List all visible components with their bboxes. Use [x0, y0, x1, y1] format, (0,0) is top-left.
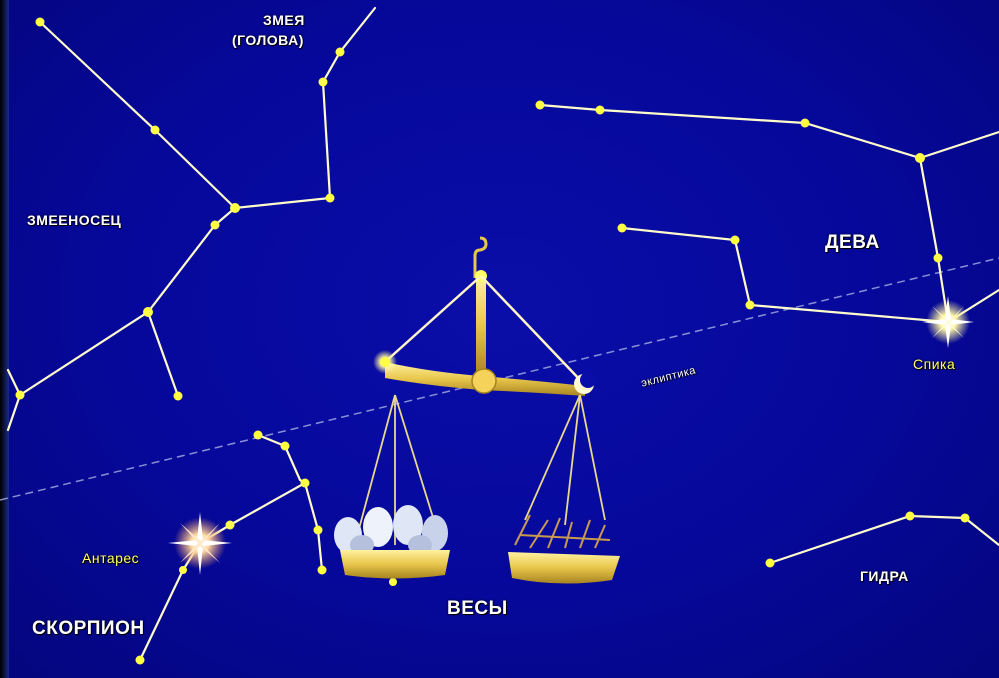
- star: [961, 514, 970, 523]
- star: [314, 526, 323, 535]
- libra-label: ВЕСЫ: [447, 598, 508, 620]
- ophiuchus-leg-lines: [148, 312, 178, 396]
- star: [136, 656, 145, 665]
- serpens-label-line1: ЗМЕЯ: [263, 12, 305, 28]
- star: [915, 153, 925, 163]
- ophiuchus-label: ЗМЕЕНОСЕЦ: [27, 212, 121, 228]
- star: [301, 479, 310, 488]
- star: [934, 254, 943, 263]
- virgo-top-lines: [540, 105, 999, 158]
- star: [536, 101, 545, 110]
- star: [281, 442, 290, 451]
- star: [179, 566, 187, 574]
- spica-star-icon: [922, 296, 974, 348]
- star: [151, 126, 160, 135]
- star: [143, 307, 153, 317]
- star: [746, 301, 755, 310]
- star: [618, 224, 627, 233]
- ophiuchus-edge-lines: [8, 370, 20, 430]
- twigs-pile-icon: [515, 515, 610, 548]
- star: [254, 431, 263, 440]
- antares-star-icon: [168, 512, 232, 575]
- star: [731, 236, 740, 245]
- star: [801, 119, 810, 128]
- hydra-lines: [770, 516, 999, 563]
- virgo-arm-lines: [622, 228, 948, 322]
- star: [230, 203, 240, 213]
- ophiuchus-lines: [40, 8, 375, 208]
- spica-label: Спика: [913, 356, 955, 372]
- star: [906, 512, 915, 521]
- virgo-body-lines: [920, 158, 999, 322]
- star: [226, 521, 235, 530]
- star: [211, 221, 220, 230]
- star: [319, 78, 328, 87]
- serpens-label-line2: (ГОЛОВА): [232, 32, 304, 48]
- star: [318, 566, 327, 575]
- star: [16, 391, 25, 400]
- star: [174, 392, 183, 401]
- scorpius-label: СКОРПИОН: [32, 618, 145, 640]
- star: [36, 18, 45, 27]
- libra-scales-icon: [334, 238, 620, 584]
- ophiuchus-body-lines: [20, 208, 235, 395]
- virgo-label: ДЕВА: [825, 232, 880, 254]
- star: [766, 559, 775, 568]
- star: [596, 106, 605, 115]
- star: [336, 48, 345, 57]
- hydra-label: ГИДРА: [860, 568, 909, 584]
- star: [326, 194, 335, 203]
- antares-label: Антарес: [82, 550, 139, 566]
- star: [389, 578, 397, 586]
